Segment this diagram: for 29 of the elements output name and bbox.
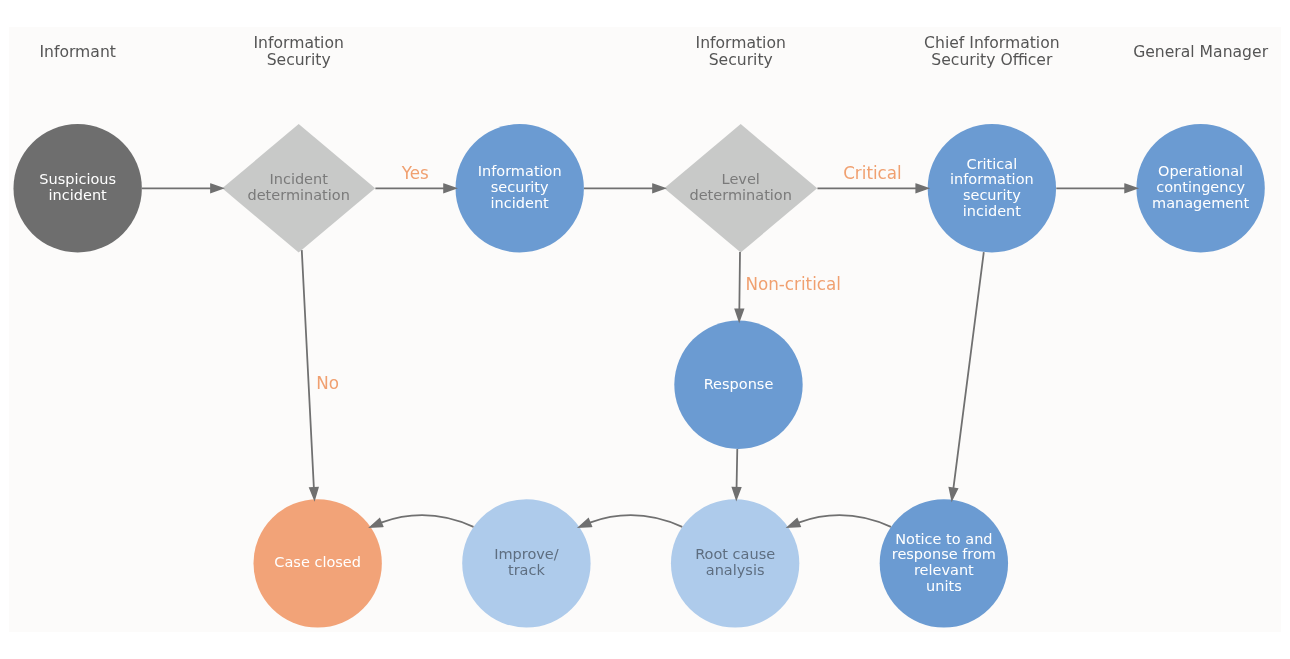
label: General Manager xyxy=(1133,42,1269,61)
arrow xyxy=(583,183,667,194)
node-circle: Information security incident xyxy=(455,124,584,253)
node-circle: Suspicious incident xyxy=(13,124,142,253)
arrow xyxy=(948,251,985,503)
edge-label: No xyxy=(316,372,340,393)
arrow xyxy=(1055,183,1140,194)
node-circle: Response xyxy=(674,320,803,449)
edge-label: Non-critical xyxy=(745,274,841,295)
node-circle: Operational contingency management xyxy=(1136,124,1265,253)
arrow xyxy=(734,251,745,324)
arrow xyxy=(141,183,225,194)
label: Information Security xyxy=(695,34,786,70)
edge-label: Critical xyxy=(843,163,902,184)
arrow xyxy=(300,249,319,502)
node-circle: Critical information security incident xyxy=(927,124,1057,253)
arrow xyxy=(374,183,458,194)
arrow xyxy=(785,514,892,528)
arrow xyxy=(816,183,931,194)
arrow xyxy=(368,514,475,528)
node-diamond: Incident determination xyxy=(222,124,376,253)
node-circle: Notice to and response from relevant units xyxy=(879,499,1009,628)
label: Chief Information Security Officer xyxy=(924,34,1060,70)
arrow xyxy=(576,514,684,528)
arrow xyxy=(731,448,742,502)
node-diamond: Level determination xyxy=(664,124,818,253)
edge-label: Yes xyxy=(401,163,429,184)
label: Information Security xyxy=(253,34,344,70)
label: Informant xyxy=(39,42,116,61)
